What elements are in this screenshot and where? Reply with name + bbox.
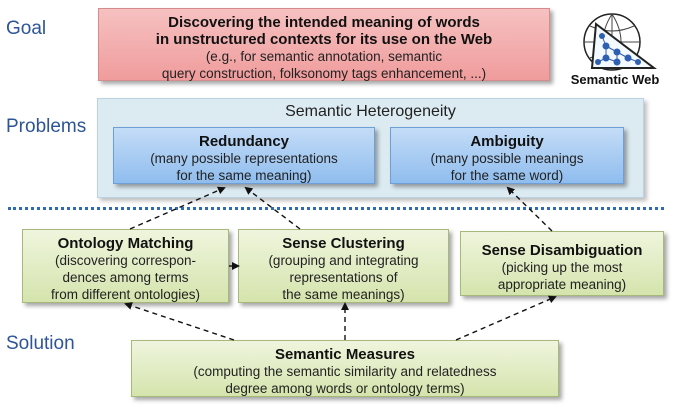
- semantic-measures-line2: degree among words or ontology terms): [225, 381, 465, 396]
- sense-clustering-line3: the same meanings): [282, 287, 405, 302]
- semantic-web-label: Semantic Web: [570, 72, 660, 87]
- redundancy-line2: for the same meaning): [176, 168, 312, 183]
- sense-disambiguation-box: Sense Disambiguation (picking up the mos…: [460, 231, 664, 296]
- ambiguity-title: Ambiguity: [470, 133, 544, 150]
- ontology-matching-title: Ontology Matching: [57, 235, 194, 252]
- goal-sub-line2: query construction, folksonomy tags enha…: [161, 66, 487, 81]
- sense-clustering-line2: representations of: [289, 270, 398, 285]
- redundancy-box: Redundancy (many possible representation…: [113, 127, 375, 184]
- sense-clustering-line1: (grouping and integrating: [268, 253, 419, 268]
- ontology-matching-line1: (discovering correspon-: [54, 253, 197, 268]
- sense-disambiguation-line2: appropriate meaning): [497, 277, 627, 292]
- goal-label: Goal: [6, 18, 47, 39]
- ontology-matching-line3: from different ontologies): [50, 287, 201, 302]
- goal-box: Discovering the intended meaning of word…: [98, 8, 550, 81]
- ontology-matching-line2: dences among terms: [62, 270, 189, 285]
- sense-disambiguation-line1: (picking up the most: [501, 260, 623, 275]
- redundancy-line1: (many possible representations: [150, 151, 338, 166]
- redundancy-title: Redundancy: [198, 133, 289, 150]
- dotted-divider: [8, 207, 664, 210]
- goal-title-line1: Discovering the intended meaning of word…: [168, 14, 480, 31]
- ambiguity-line1: (many possible meanings: [430, 151, 584, 166]
- semantic-measures-title: Semantic Measures: [274, 346, 416, 363]
- panel-title: Semantic Heterogeneity: [285, 103, 456, 120]
- ambiguity-box: Ambiguity (many possible meanings for th…: [390, 127, 624, 184]
- ontology-matching-box: Ontology Matching (discovering correspon…: [22, 229, 229, 303]
- ambiguity-line2: for the same word): [450, 168, 564, 183]
- semantic-web-logo-icon: [583, 13, 657, 71]
- solution-label: Solution: [6, 333, 75, 354]
- arrow-measures-to-ontology: [124, 302, 235, 341]
- problems-label: Problems: [6, 116, 87, 137]
- semantic-measures-line1: (computing the semantic similarity and r…: [193, 364, 497, 379]
- sense-clustering-box: Sense Clustering (grouping and integrati…: [238, 229, 449, 303]
- semantic-measures-box: Semantic Measures (computing the semanti…: [131, 340, 559, 397]
- sense-disambiguation-title: Sense Disambiguation: [481, 242, 643, 259]
- goal-title-line2: in unstructured contexts for its use on …: [155, 31, 493, 48]
- sense-clustering-title: Sense Clustering: [282, 235, 405, 252]
- goal-sub-line1: (e.g., for semantic annotation, semantic: [205, 49, 443, 64]
- arrow-measures-to-disambiguation: [455, 295, 557, 341]
